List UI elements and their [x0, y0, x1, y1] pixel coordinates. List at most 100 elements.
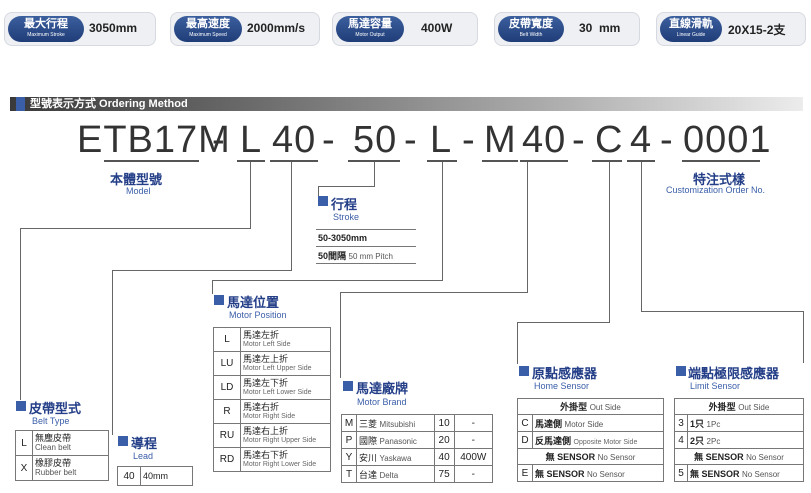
code-lead: 40 [272, 119, 317, 161]
header-zh: 外掛型 [560, 402, 588, 412]
header-en: Out Side [738, 403, 770, 412]
code-dash: - [572, 119, 586, 161]
desc-en: Motor Side [564, 419, 604, 429]
desc-en: Motor Left Lower Side [243, 388, 312, 396]
brand-en: Delta [379, 470, 399, 480]
connector-home [609, 162, 610, 322]
desc-en: Motor Right Lower Side [243, 460, 317, 468]
underline-model [104, 160, 199, 162]
code-model: ETB17M [77, 119, 231, 161]
code-dash: - [404, 119, 418, 161]
connector-belt [20, 228, 251, 229]
spec-max-speed-tag: 最高速度 Maximum Speed [174, 16, 242, 42]
spec-value: 20X15-2支 [728, 23, 786, 37]
table-row: 50間隔 50 mm Pitch [316, 246, 416, 264]
desc-en: No Sensor [746, 453, 784, 462]
home-sensor-key: D [517, 431, 533, 449]
connector-motor-position [212, 280, 443, 281]
section-header-bar [10, 97, 803, 111]
motor-position-key: LU [213, 351, 241, 376]
connector-stroke [318, 186, 375, 187]
spec-label-en: Maximum Speed [189, 32, 227, 38]
limit-sensor-title: 端點極限感應器 [688, 366, 780, 381]
motor-position-key: R [213, 399, 241, 424]
spec-max-speed: 最高速度 Maximum Speed 2000mm/s [170, 12, 320, 46]
brand-en: Panasonic [379, 436, 417, 446]
brand-name: 安川 Yaskawa [356, 448, 435, 466]
stroke-table: 50-3050mm 50間隔 50 mm Pitch [316, 229, 416, 264]
connector-lead [112, 270, 292, 271]
belt-type-marker [16, 401, 26, 411]
underline-motor-position [427, 160, 457, 162]
connector-motor-position [212, 280, 213, 294]
brand-zh: 三菱 [359, 418, 378, 429]
code-limit-sensor: 4 [630, 119, 653, 161]
spec-label-en: Belt Width [519, 32, 543, 38]
code-belt: L [240, 119, 263, 161]
desc-zh: 馬達右下折 [243, 449, 289, 460]
desc-zh: 反馬達側 [535, 435, 572, 446]
watt-key: 10 [433, 414, 455, 432]
home-sensor-desc: 反馬達側 Opposite Motor Side [532, 431, 664, 449]
brand-key: P [341, 431, 357, 449]
brand-name: 台達 Delta [356, 465, 435, 483]
home-sensor-desc: 無 SENSOR No Sensor [532, 464, 664, 482]
header-zh: 外掛型 [708, 402, 736, 412]
desc-en: Opposite Motor Side [573, 438, 638, 446]
desc-zh: 馬達側 [535, 418, 563, 429]
motor-brand-title-en: Motor Brand [357, 397, 407, 407]
desc-zh: 無塵皮帶 [35, 433, 72, 443]
brand-zh: 安川 [359, 452, 378, 463]
desc-en: Clean belt [35, 443, 72, 452]
header-en: Out Side [589, 403, 621, 412]
stroke-marker [318, 196, 328, 206]
code-watt: 40 [522, 119, 567, 161]
desc-zh: 馬達左上折 [243, 353, 289, 364]
belt-type-key: L [15, 430, 33, 456]
underline-custom [682, 160, 760, 162]
desc-en: Motor Right Upper Side [243, 436, 317, 444]
connector-belt [250, 162, 251, 228]
code-dash: - [212, 119, 226, 161]
spec-motor-output-tag: 馬達容量 Motor Output [336, 16, 404, 42]
table-row: 外掛型 Out Side [674, 398, 804, 415]
spec-label: 最大行程 [24, 18, 68, 30]
lead-title-en: Lead [133, 451, 154, 461]
desc-zh: 無 SENSOR [545, 452, 596, 462]
desc-en: No Sensor [742, 469, 780, 479]
connector-motor-position [442, 162, 443, 280]
connector-brand [340, 292, 341, 378]
section-title: 型號表示方式 Ordering Method [30, 98, 188, 110]
spec-label: 皮帶寬度 [509, 18, 553, 30]
connector-limit [803, 311, 804, 363]
limit-sensor-none-header: 無 SENSOR No Sensor [674, 448, 804, 465]
lead-value: 40mm [140, 466, 193, 486]
spec-value: 2000mm/s [247, 21, 306, 35]
code-dash: - [660, 119, 674, 161]
home-sensor-desc: 馬達側 Motor Side [532, 414, 664, 432]
stroke-title-en: Stroke [333, 212, 360, 222]
spec-belt-width: 皮帶寬度 Belt Width 30 mm [494, 12, 640, 46]
motor-position-key: LD [213, 375, 241, 400]
desc-zh: 無 SENSOR [690, 468, 740, 479]
spec-label: 馬達容量 [348, 18, 392, 30]
code-motor-position: L [430, 119, 453, 161]
motor-position-key: RU [213, 423, 241, 448]
desc-en: 1Pc [706, 419, 721, 429]
belt-type-title: 皮帶型式 [29, 401, 82, 416]
limit-sensor-desc: 無 SENSOR No Sensor [687, 464, 804, 482]
